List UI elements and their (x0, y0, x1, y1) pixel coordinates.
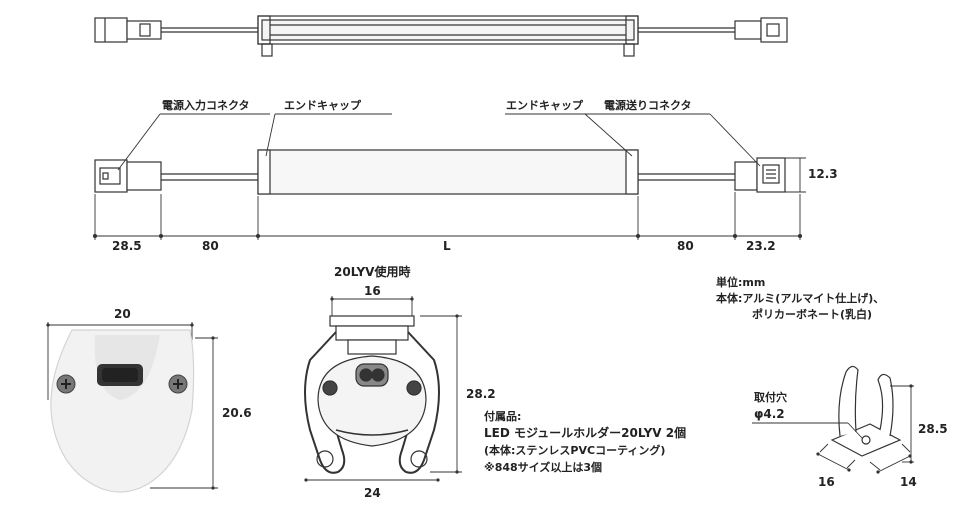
spec-unit: 単位:mm (716, 276, 766, 289)
power-input-connector-label: 電源入力コネクタ (162, 99, 250, 112)
side-view-drawing (94, 149, 786, 195)
dim-holder-bottom: 24 (364, 486, 381, 500)
accessories-line1: 付属品: (484, 410, 522, 423)
dim-clip-depth: 16 (818, 475, 835, 489)
dim-end-height: 20.6 (222, 406, 252, 420)
clip-view-drawing (752, 365, 914, 474)
holder-title: 20LYV使用時 (334, 265, 411, 279)
accessories-line2: LED モジュールホルダー20LYV 2個 (484, 426, 687, 440)
holder-view-drawing (304, 296, 462, 482)
end-cap-left-label: エンドキャップ (284, 99, 361, 112)
dim-right-cable: 80 (677, 239, 694, 253)
dim-clip-height: 28.5 (918, 422, 948, 436)
dim-body-length: L (443, 239, 451, 253)
dim-end-width: 20 (114, 307, 131, 321)
clip-hole-dia: φ4.2 (754, 407, 785, 421)
dim-left-cable: 80 (202, 239, 219, 253)
spec-body: 本体:アルミ(アルマイト仕上げ)、 (716, 292, 885, 305)
dim-holder-height: 28.2 (466, 387, 496, 401)
dim-left-connector: 28.5 (112, 239, 142, 253)
accessories-line3: (本体:ステンレスPVCコーティング) (484, 444, 666, 457)
accessories-line4: ※848サイズ以上は3個 (484, 461, 602, 474)
clip-hole-label: 取付穴 (754, 391, 787, 404)
end-cap-right-label: エンドキャップ (506, 99, 583, 112)
end-view-drawing (46, 322, 218, 493)
dim-clip-width: 14 (900, 475, 917, 489)
side-dimension-lines (92, 157, 806, 240)
dim-holder-top: 16 (364, 284, 381, 298)
dim-height: 12.3 (808, 167, 838, 181)
power-output-connector-label: 電源送りコネクタ (604, 99, 692, 112)
top-view-drawing (94, 15, 788, 57)
spec-body2: ポリカーボネート(乳白) (752, 308, 873, 321)
dim-right-connector: 23.2 (746, 239, 776, 253)
callout-leaders (117, 113, 761, 171)
